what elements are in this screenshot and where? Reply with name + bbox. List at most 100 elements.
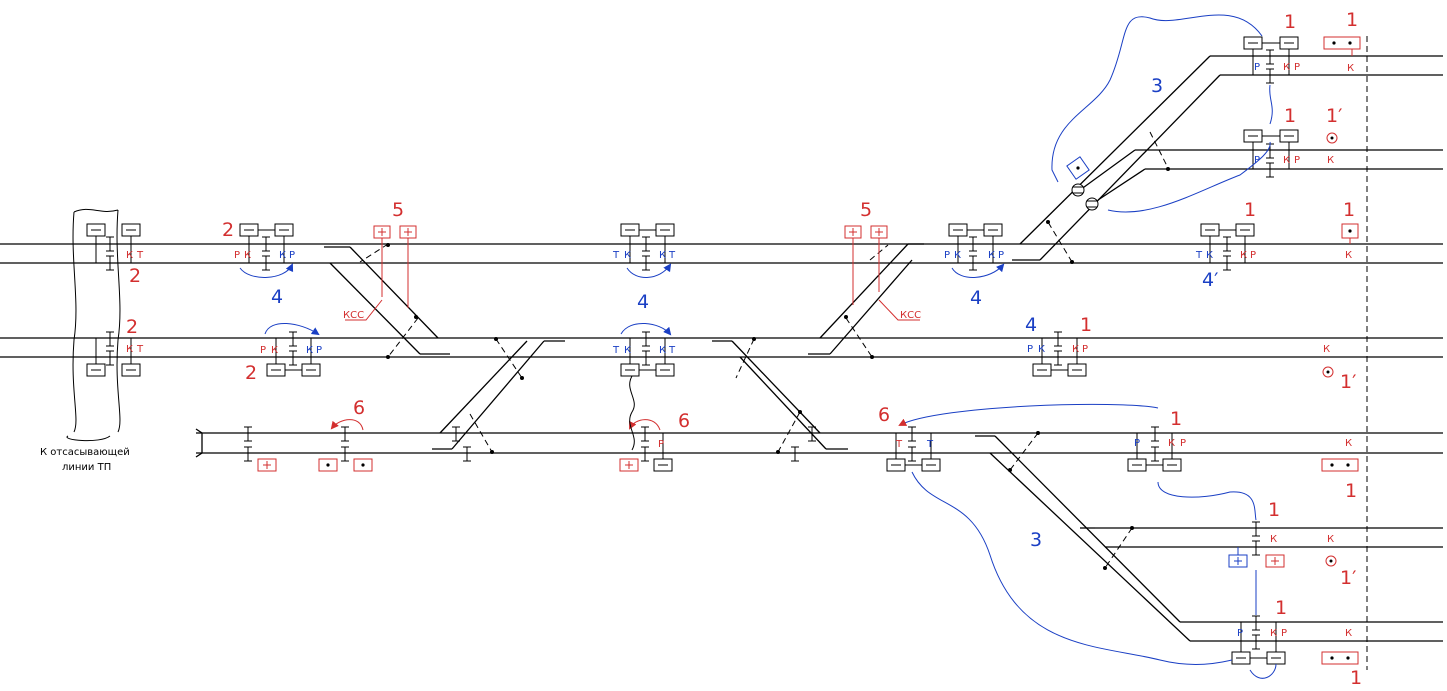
lbl-P: Р	[1027, 344, 1033, 355]
lbl-1: 1	[1284, 105, 1296, 127]
lbl-1: 1	[1343, 199, 1355, 221]
labels: К Т 2 2 К Т К отсасывающей линии ТП 2 Р …	[40, 9, 1362, 689]
lbl-K: К	[1072, 344, 1079, 355]
lbl-P: Р	[1134, 438, 1140, 449]
lbl-T: Т	[612, 250, 620, 261]
lbl-4: 4	[271, 286, 283, 308]
lbl-1: 1	[1284, 11, 1296, 33]
lbl-5: 5	[392, 199, 404, 221]
lbl-K: К	[624, 345, 631, 356]
lbl-K: К	[1240, 250, 1247, 261]
lbl-K: К	[659, 345, 666, 356]
lbl-P: Р	[998, 250, 1004, 261]
crossover-center-left	[432, 337, 565, 454]
lbl-T: Т	[926, 439, 934, 450]
lbl-4: 4	[970, 287, 982, 309]
lbl-P: Р	[1237, 628, 1243, 639]
insulating-joints	[106, 49, 1274, 650]
track-lines	[0, 55, 1443, 642]
lbl-K: К	[988, 250, 995, 261]
lbl-K: К	[954, 250, 961, 261]
lbl-K: К	[1345, 250, 1352, 261]
caption-line-1: К отсасывающей	[40, 447, 130, 458]
lbl-K: К	[126, 344, 133, 355]
wavy-leads	[66, 208, 635, 451]
lbl-2: 2	[126, 316, 138, 338]
lbl-T: Т	[668, 250, 676, 261]
lbl-P: Р	[944, 250, 950, 261]
lbl-P: Р	[658, 439, 664, 450]
lbl-T: Т	[895, 439, 903, 450]
lbl-5: 5	[860, 199, 872, 221]
lbl-P: Р	[1294, 155, 1300, 166]
lbl-K: К	[1283, 155, 1290, 166]
lbl-1: 1	[1350, 667, 1362, 689]
lbl-T: Т	[1195, 250, 1203, 261]
lbl-K: К	[1347, 63, 1354, 74]
lbl-3: 3	[1151, 75, 1163, 97]
lbl-3: 3	[1030, 529, 1042, 551]
lbl-K: К	[1345, 438, 1352, 449]
lbl-P: Р	[234, 250, 240, 261]
lbl-K: К	[1038, 344, 1045, 355]
lbl-4: 4	[637, 291, 649, 313]
crossover-right	[808, 243, 924, 359]
crossover-left	[324, 243, 450, 359]
lbl-K: К	[126, 250, 133, 261]
lbl-K: К	[1323, 344, 1330, 355]
lbl-K: К	[1327, 534, 1334, 545]
lbl-1: 1	[1080, 314, 1092, 336]
lbl-1: 1	[1346, 9, 1358, 31]
branch-upper-right	[1012, 55, 1221, 264]
lbl-2: 2	[222, 219, 234, 241]
lbl-T: Т	[136, 344, 144, 355]
lbl-P: Р	[1254, 62, 1260, 73]
lbl-6: 6	[878, 404, 890, 426]
caption-line-2: линии ТП	[62, 462, 111, 473]
lbl-1prime: 1′	[1326, 105, 1342, 127]
lbl-P: Р	[289, 250, 295, 261]
lbl-KSS: КСС	[900, 310, 921, 321]
lbl-P: Р	[1294, 62, 1300, 73]
lbl-1: 1	[1268, 499, 1280, 521]
lbl-T: Т	[612, 345, 620, 356]
lbl-K: К	[1270, 534, 1277, 545]
lbl-P: Р	[1082, 344, 1088, 355]
lbl-K: К	[1206, 250, 1213, 261]
lbl-4: 4	[1025, 314, 1037, 336]
lbl-1prime: 1′	[1340, 567, 1356, 589]
lbl-T: Т	[136, 250, 144, 261]
lbl-6: 6	[678, 410, 690, 432]
lbl-1: 1	[1345, 480, 1357, 502]
lbl-4prime: 4′	[1202, 269, 1218, 291]
lbl-1: 1	[1244, 199, 1256, 221]
lbl-K: К	[1345, 628, 1352, 639]
lbl-P: Р	[1281, 628, 1287, 639]
branch-lower-right	[975, 431, 1191, 642]
red-signal-boxes	[257, 36, 1361, 665]
lbl-K: К	[659, 250, 666, 261]
lbl-1: 1	[1275, 597, 1287, 619]
lbl-K: К	[306, 345, 313, 356]
lbl-P: Р	[1180, 438, 1186, 449]
lbl-K: К	[271, 345, 278, 356]
blue-leads	[239, 14, 1277, 679]
lbl-K: К	[1327, 155, 1334, 166]
lbl-1: 1	[1170, 408, 1182, 430]
lbl-K: К	[1283, 62, 1290, 73]
lbl-1prime: 1′	[1340, 371, 1356, 393]
lbl-P: Р	[316, 345, 322, 356]
lbl-K: К	[1270, 628, 1277, 639]
lbl-P: Р	[1250, 250, 1256, 261]
lbl-6: 6	[353, 397, 365, 419]
equipment-boxes	[86, 36, 1299, 665]
lbl-2: 2	[245, 362, 257, 384]
lbl-K: К	[244, 250, 251, 261]
lbl-T: Т	[668, 345, 676, 356]
lbl-K: К	[279, 250, 286, 261]
lbl-K: К	[1168, 438, 1175, 449]
lbl-2: 2	[129, 265, 141, 287]
lbl-KSS: КСС	[343, 310, 364, 321]
lbl-P: Р	[1254, 155, 1260, 166]
